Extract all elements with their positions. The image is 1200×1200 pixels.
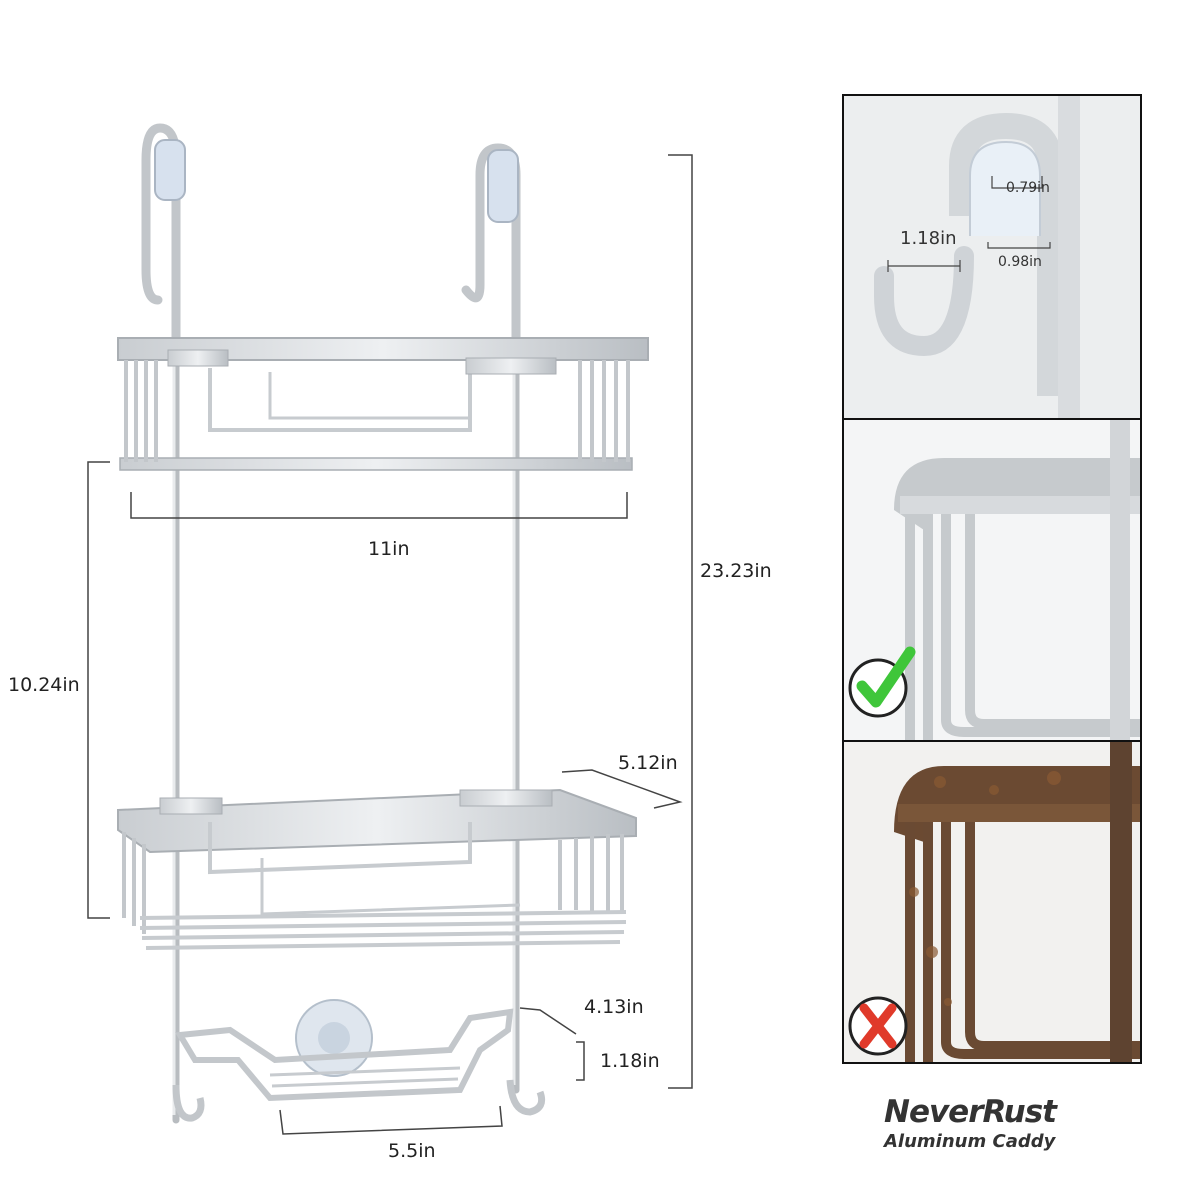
soap-dish xyxy=(172,999,546,1122)
hook-detail-panel: 0.79in 1.18in 0.98in xyxy=(842,94,1142,420)
dim-bottom-height: 4.13in xyxy=(584,996,644,1018)
hook-closeup xyxy=(844,96,1140,418)
dim-hook-outer: 0.98in xyxy=(998,254,1042,270)
aluminum-closeup-panel xyxy=(842,418,1142,742)
dim-bottom-width: 5.5in xyxy=(388,1140,436,1162)
rust-closeup xyxy=(844,742,1140,1062)
rusted-closeup-panel xyxy=(842,740,1142,1064)
middle-shelf xyxy=(117,788,637,950)
brand-name: NeverRust xyxy=(884,1094,1057,1130)
dim-depth: 5.12in xyxy=(618,752,678,774)
vertical-rods xyxy=(172,161,520,1124)
dim-hook-reach: 1.18in xyxy=(900,228,957,249)
dim-shelf-gap: 10.24in xyxy=(8,674,80,696)
dim-bottom-lip: 1.18in xyxy=(600,1050,660,1072)
top-shelf xyxy=(117,337,649,471)
dim-hook-inner: 0.79in xyxy=(1006,180,1050,196)
dim-total-height: 23.23in xyxy=(700,560,772,582)
dim-width: 11in xyxy=(368,538,410,560)
top-hooks xyxy=(141,123,521,345)
cross-icon xyxy=(859,1003,897,1049)
check-icon xyxy=(856,646,916,708)
brand-tagline: Aluminum Caddy xyxy=(884,1131,1056,1152)
aluminum-closeup xyxy=(844,420,1140,740)
dimension-lines xyxy=(87,154,693,1135)
